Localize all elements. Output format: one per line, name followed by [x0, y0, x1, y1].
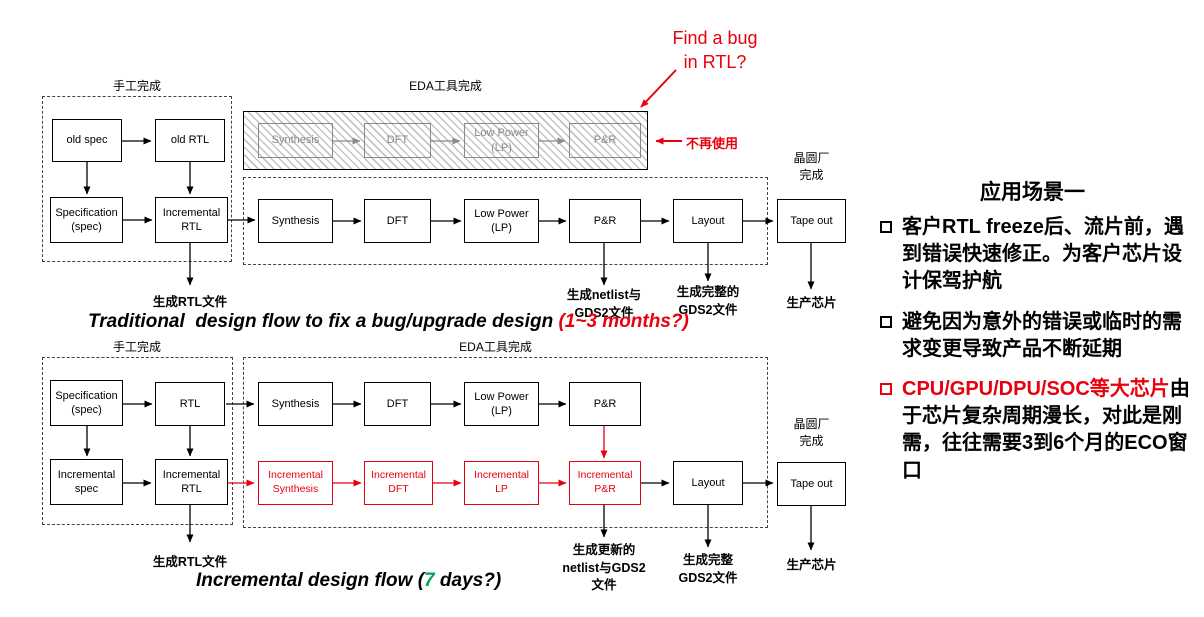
incremental-flow-title-pre: Incremental design flow (	[196, 570, 425, 591]
incremental-flow-title: Incremental design flow (7 days?)	[196, 570, 501, 592]
bullet-1-text: 客户RTL freeze后、流片前，遇到错误快速修正。为客户芯片设计保驾护航	[902, 216, 1184, 293]
box-rtl-bottom: RTL	[155, 382, 225, 426]
box-incremental-rtl-top: Incremental RTL	[155, 197, 228, 243]
bullet-item-2: 避免因为意外的错误或临时的需求变更导致产品不断延期	[880, 309, 1198, 363]
output-netlist-bottom: 生成更新的 netlist与GDS2 文件	[562, 543, 646, 592]
traditional-flow-title: Traditional design flow to fix a bug/upg…	[88, 311, 689, 333]
output-gds2-top: 生成完整的 GDS2文件	[676, 285, 740, 317]
box-incremental-lp: Incremental LP	[464, 461, 539, 505]
bullet-item-1: 客户RTL freeze后、流片前，遇到错误快速修正。为客户芯片设计保驾护航	[880, 214, 1198, 296]
box-low-power-bottom: Low Power (LP)	[464, 382, 539, 426]
box-dft-top: DFT	[364, 199, 431, 243]
traditional-flow-title-text: Traditional design flow to fix a bug/upg…	[88, 311, 559, 332]
checkbox-square-icon	[880, 221, 892, 233]
box-synthesis-top: Synthesis	[258, 199, 333, 243]
box-incremental-synthesis: Incremental Synthesis	[258, 461, 333, 505]
box-tape-out-top: Tape out	[777, 199, 846, 243]
manual-section-label-top: 手工完成	[112, 79, 161, 93]
bullet-2-text: 避免因为意外的错误或临时的需求变更导致产品不断延期	[902, 310, 1182, 360]
eda-section-label-bottom: EDA工具完成	[459, 340, 532, 354]
box-pr-bottom: P&R	[569, 382, 641, 426]
panel-heading: 应用场景一	[980, 181, 1085, 204]
manual-dashed-box-bottom	[42, 357, 233, 525]
checkbox-square-icon	[880, 315, 892, 328]
manual-dashed-box-top	[42, 96, 232, 262]
traditional-flow-title-duration: (1~3 months?)	[558, 311, 689, 332]
eda-dashed-box-bottom	[243, 357, 768, 528]
box-incremental-spec: Incremental spec	[50, 459, 123, 505]
fab-section-label-bottom: 晶圆厂 完成	[793, 417, 830, 448]
box-incremental-rtl-bottom: Incremental RTL	[155, 459, 228, 505]
manual-section-label-bottom: 手工完成	[112, 340, 161, 354]
output-rtl-file-top: 生成RTL文件	[152, 295, 228, 309]
box-synthesis-bottom: Synthesis	[258, 382, 333, 426]
output-netlist-top: 生成netlist与 GDS2文件	[566, 288, 642, 320]
panel-bullets: 客户RTL freeze后、流片前，遇到错误快速修正。为客户芯片设计保驾护航 避…	[880, 214, 1198, 485]
box-incremental-pr: Incremental P&R	[569, 461, 641, 505]
box-layout-top: Layout	[673, 199, 743, 243]
incremental-flow-title-post: days?)	[434, 570, 502, 591]
bullet-item-3: CPU/GPU/DPU/SOC等大芯片由于芯片复杂周期漫长，对此是刚需，往往需要…	[880, 376, 1198, 485]
bullet-3-highlight: CPU/GPU/DPU/SOC等大芯片	[902, 377, 1170, 400]
box-incremental-dft: Incremental DFT	[364, 461, 433, 505]
box-tape-out-bottom: Tape out	[777, 462, 846, 506]
box-dft-bottom: DFT	[364, 382, 431, 426]
deprecated-flow-hatched-box	[243, 111, 648, 170]
box-low-power-top: Low Power (LP)	[464, 199, 539, 243]
output-chip-bottom: 生产芯片	[786, 558, 837, 572]
box-specification-top: Specification (spec)	[50, 197, 123, 243]
box-layout-bottom: Layout	[673, 461, 743, 505]
output-chip-top: 生产芯片	[786, 296, 837, 310]
box-specification-bottom: Specification (spec)	[50, 380, 123, 426]
output-rtl-file-bottom: 生成RTL文件	[152, 555, 228, 569]
checkbox-square-red-icon	[880, 382, 892, 395]
bullet-3-text: CPU/GPU/DPU/SOC等大芯片由于芯片复杂周期漫长，对此是刚需，往往需要…	[902, 376, 1198, 485]
box-deprecated-low-power: Low Power (LP)	[464, 123, 539, 158]
bullet-3-rest: 由于芯片复杂周期漫长，对此是刚需，往往需要3到6个月的ECO窗口	[902, 377, 1190, 482]
eda-section-label-top: EDA工具完成	[409, 79, 482, 93]
box-pr-top: P&R	[569, 199, 641, 243]
box-deprecated-dft: DFT	[364, 123, 431, 158]
output-gds2-bottom: 生成完整 GDS2文件	[678, 553, 738, 585]
box-old-spec: old spec	[52, 119, 122, 162]
box-old-rtl: old RTL	[155, 119, 225, 162]
incremental-flow-title-days: 7	[424, 570, 435, 591]
box-deprecated-synthesis: Synthesis	[258, 123, 333, 158]
box-deprecated-pr: P&R	[569, 123, 641, 158]
find-bug-annotation: Find a bug in RTL?	[672, 28, 758, 73]
not-used-annotation: 不再使用	[686, 136, 739, 151]
fab-section-label-top: 晶圆厂 完成	[793, 151, 830, 182]
